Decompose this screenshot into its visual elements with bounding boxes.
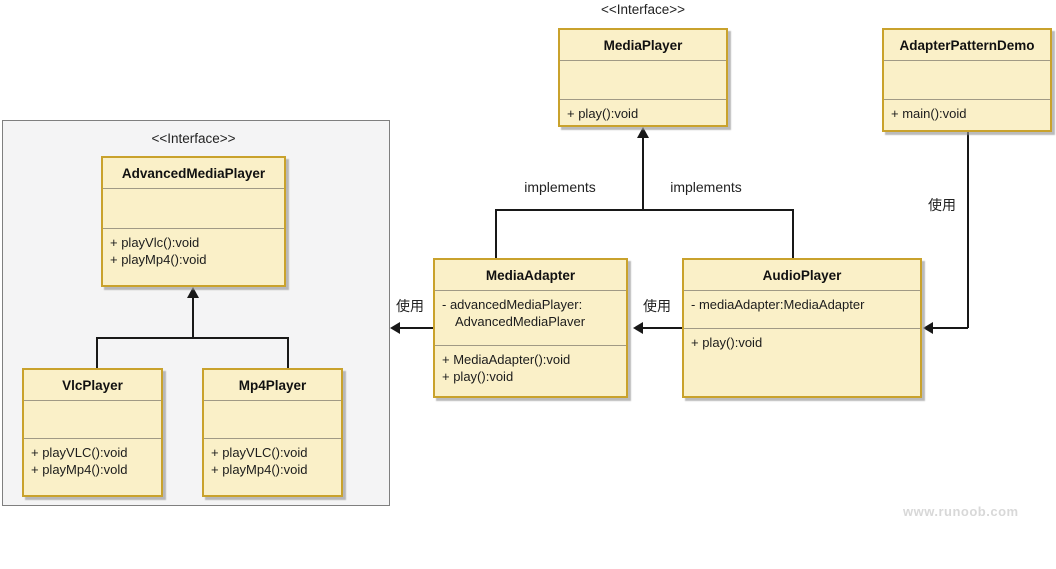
method-entry: + playVLC():void bbox=[31, 445, 128, 460]
attribute-entry: - mediaAdapter:MediaAdapter bbox=[691, 297, 865, 312]
use-middle-arrowhead-icon bbox=[633, 322, 643, 334]
stereotype-advancedmediaplayer: <<Interface>> bbox=[151, 131, 236, 146]
implements-branch-line bbox=[495, 209, 794, 211]
method-entry: + main():void bbox=[891, 106, 967, 121]
use-middle-label: 使用 bbox=[643, 298, 671, 314]
class-methods-section: + MediaAdapter():void + play():void bbox=[435, 345, 626, 396]
method-entry: + play():void bbox=[442, 368, 514, 384]
generalization-drop-vlcplayer bbox=[96, 337, 98, 368]
class-box-advancedmediaplayer: AdvancedMediaPlayer + playVlc():void + p… bbox=[101, 156, 286, 287]
class-methods-section: + playVlc():void + playMp4():void bbox=[103, 228, 284, 285]
implements-drop-mediaadapter bbox=[495, 209, 497, 258]
use-right-vline bbox=[967, 132, 969, 328]
method-entry: + playMp4():vold bbox=[31, 461, 128, 477]
method-entry: + MediaAdapter():void bbox=[442, 352, 571, 367]
class-methods-section: + play():void bbox=[684, 328, 920, 396]
method-entry: + playMp4():void bbox=[110, 251, 207, 267]
class-attributes-section bbox=[560, 60, 726, 99]
use-right-label: 使用 bbox=[928, 197, 956, 213]
class-attributes-section: - advancedMediaPlayer: AdvancedMediaPlav… bbox=[435, 290, 626, 345]
attribute-entry: - advancedMediaPlayer: bbox=[442, 297, 583, 312]
use-left-label: 使用 bbox=[396, 298, 424, 314]
generalization-arrowhead-icon bbox=[187, 287, 199, 298]
implements-arrowhead-icon bbox=[637, 127, 649, 138]
class-title: MediaPlayer bbox=[603, 37, 683, 53]
implements-arrow-shaft bbox=[642, 136, 644, 211]
method-entry: + playVLC():void bbox=[211, 445, 308, 460]
method-entry: + play():void bbox=[691, 335, 763, 350]
use-right-arrowhead-icon bbox=[923, 322, 933, 334]
class-title: AudioPlayer bbox=[762, 267, 842, 283]
class-box-mediaadapter: MediaAdapter - advancedMediaPlayer: Adva… bbox=[433, 258, 628, 398]
class-attributes-section: - mediaAdapter:MediaAdapter bbox=[684, 290, 920, 328]
implements-label-left: implements bbox=[524, 179, 596, 195]
generalization-arrow-shaft bbox=[192, 296, 194, 338]
class-title: Mp4Player bbox=[238, 377, 307, 393]
stereotype-mediaplayer: <<Interface>> bbox=[600, 2, 686, 17]
class-title: VlcPlayer bbox=[62, 377, 123, 393]
class-box-vlcplayer: VlcPlayer + playVLC():void + playMp4():v… bbox=[22, 368, 163, 497]
class-box-mediaplayer: MediaPlayer + play():void bbox=[558, 28, 728, 127]
attribute-entry: AdvancedMediaPlaver bbox=[455, 313, 586, 329]
method-entry: + playMp4():void bbox=[211, 461, 308, 477]
use-right-hline bbox=[931, 327, 968, 329]
generalization-drop-mp4player bbox=[287, 337, 289, 368]
class-title: AdvancedMediaPlayer bbox=[121, 165, 266, 181]
class-box-mp4player: Mp4Player + playVLC():void + playMp4():v… bbox=[202, 368, 343, 497]
class-attributes-section bbox=[884, 60, 1050, 99]
class-methods-section: + play():void bbox=[560, 99, 726, 125]
use-left-line bbox=[398, 327, 433, 329]
class-methods-section: + playVLC():void + playMp4():vold bbox=[24, 438, 161, 495]
class-attributes-section bbox=[204, 400, 341, 438]
class-box-audioplayer: AudioPlayer - mediaAdapter:MediaAdapter … bbox=[682, 258, 922, 398]
use-middle-line bbox=[641, 327, 682, 329]
class-methods-section: + main():void bbox=[884, 99, 1050, 130]
method-entry: + play():void bbox=[567, 106, 639, 121]
class-methods-section: + playVLC():void + playMp4():void bbox=[204, 438, 341, 495]
class-box-adapterpatterndemo: AdapterPatternDemo + main():void bbox=[882, 28, 1052, 132]
watermark-text: www.runoob.com bbox=[903, 504, 1019, 519]
class-title: MediaAdapter bbox=[485, 267, 576, 283]
class-title: AdapterPatternDemo bbox=[899, 37, 1035, 53]
use-left-arrowhead-icon bbox=[390, 322, 400, 334]
class-attributes-section bbox=[24, 400, 161, 438]
generalization-branch-line bbox=[96, 337, 289, 339]
implements-drop-audioplayer bbox=[792, 209, 794, 258]
implements-label-right: implements bbox=[670, 179, 742, 195]
class-attributes-section bbox=[103, 188, 284, 228]
method-entry: + playVlc():void bbox=[110, 235, 200, 250]
